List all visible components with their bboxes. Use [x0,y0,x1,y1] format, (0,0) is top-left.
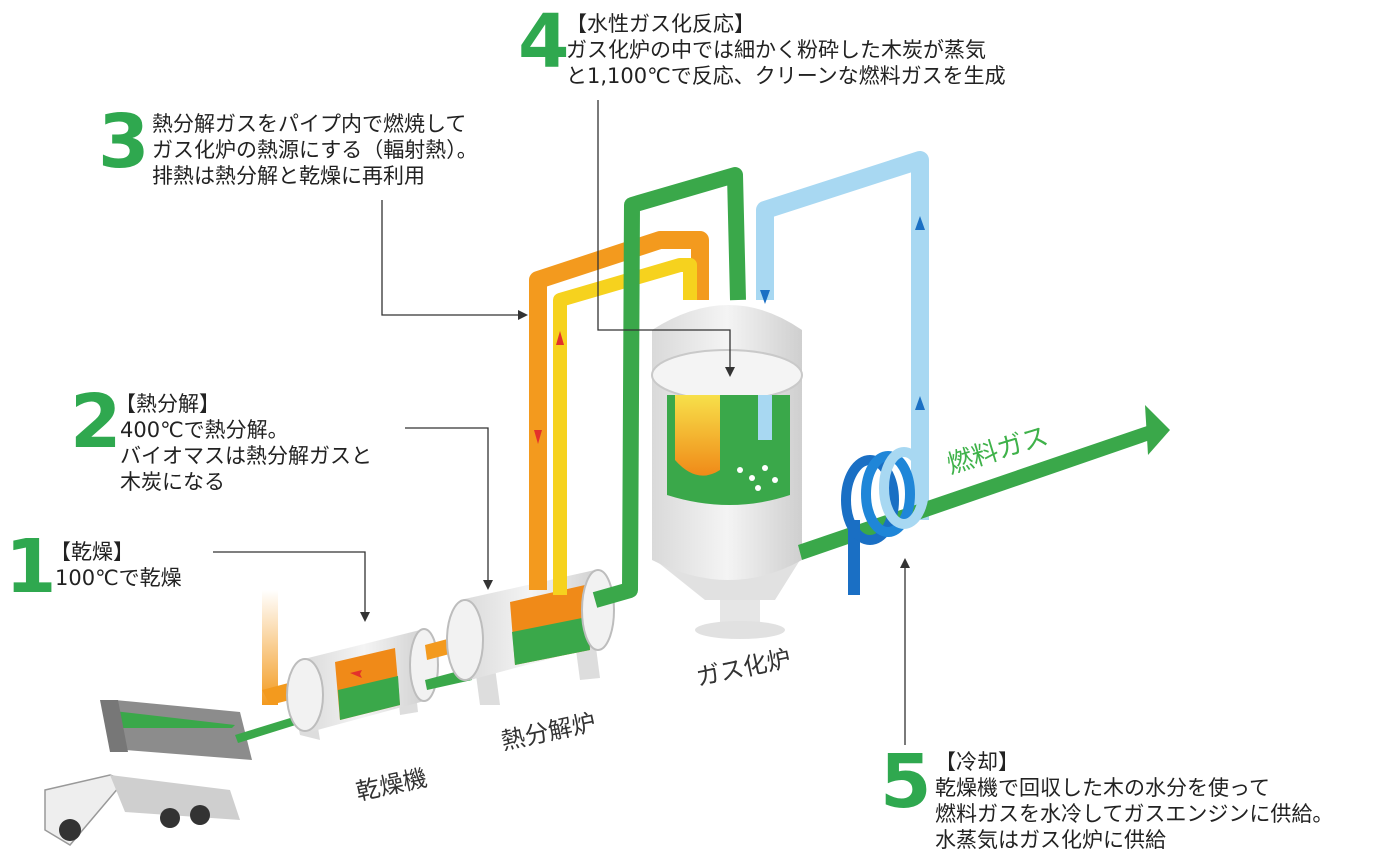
cooler-coil [841,447,929,595]
step-3-number: 3 [98,99,150,185]
step-1-line-1: 【乾燥】 [50,540,134,564]
step-5-line-3: 燃料ガスを水冷してガスエンジンに供給。 [935,802,1334,826]
step-3-line-1: 熱分解ガスをパイプ内で燃焼して [152,112,467,136]
green-pipe-feed [235,715,302,743]
step-5-line-4: 水蒸気はガス化炉に供給 [935,828,1166,852]
step-2-line-3: バイオマスは熱分解ガスと [120,444,372,468]
step-3-line-3: 排熱は熱分解と乾燥に再利用 [152,164,425,188]
leader-arrowheads [360,310,910,622]
step-5-line-2: 乾燥機で回収した木の水分を使って [935,776,1270,800]
step-1-number: 1 [5,524,57,610]
steam-pipe [756,151,929,520]
step-2-line-1: 【熱分解】 [115,392,220,416]
step-4-number: 4 [518,0,570,85]
step-2-number: 2 [70,379,122,465]
gasifier-vessel [651,305,803,639]
step-5-line-1: 【冷却】 [935,750,1019,774]
step-4-line-2: ガス化炉の中では細かく粉砕した木炭が蒸気 [566,38,986,62]
step-2-line-2: 400℃で熱分解。 [120,418,289,442]
dryer-drum [286,628,439,740]
dump-truck [44,700,252,846]
step-5-number: 5 [880,739,932,825]
step-4-line-1: 【水性ガス化反応】 [566,12,755,36]
step-2-line-4: 木炭になる [120,470,225,494]
step-3-line-2: ガス化炉の熱源にする（輻射熱）。 [152,138,478,162]
leader-lines [213,100,906,745]
step-1-line-2: 100℃で乾燥 [55,566,182,590]
pyrolysis-drum [446,569,615,705]
step-4-line-3: と1,100℃で反応、クリーンな燃料ガスを生成 [566,64,1006,88]
hot-gas-pipes [529,167,746,608]
